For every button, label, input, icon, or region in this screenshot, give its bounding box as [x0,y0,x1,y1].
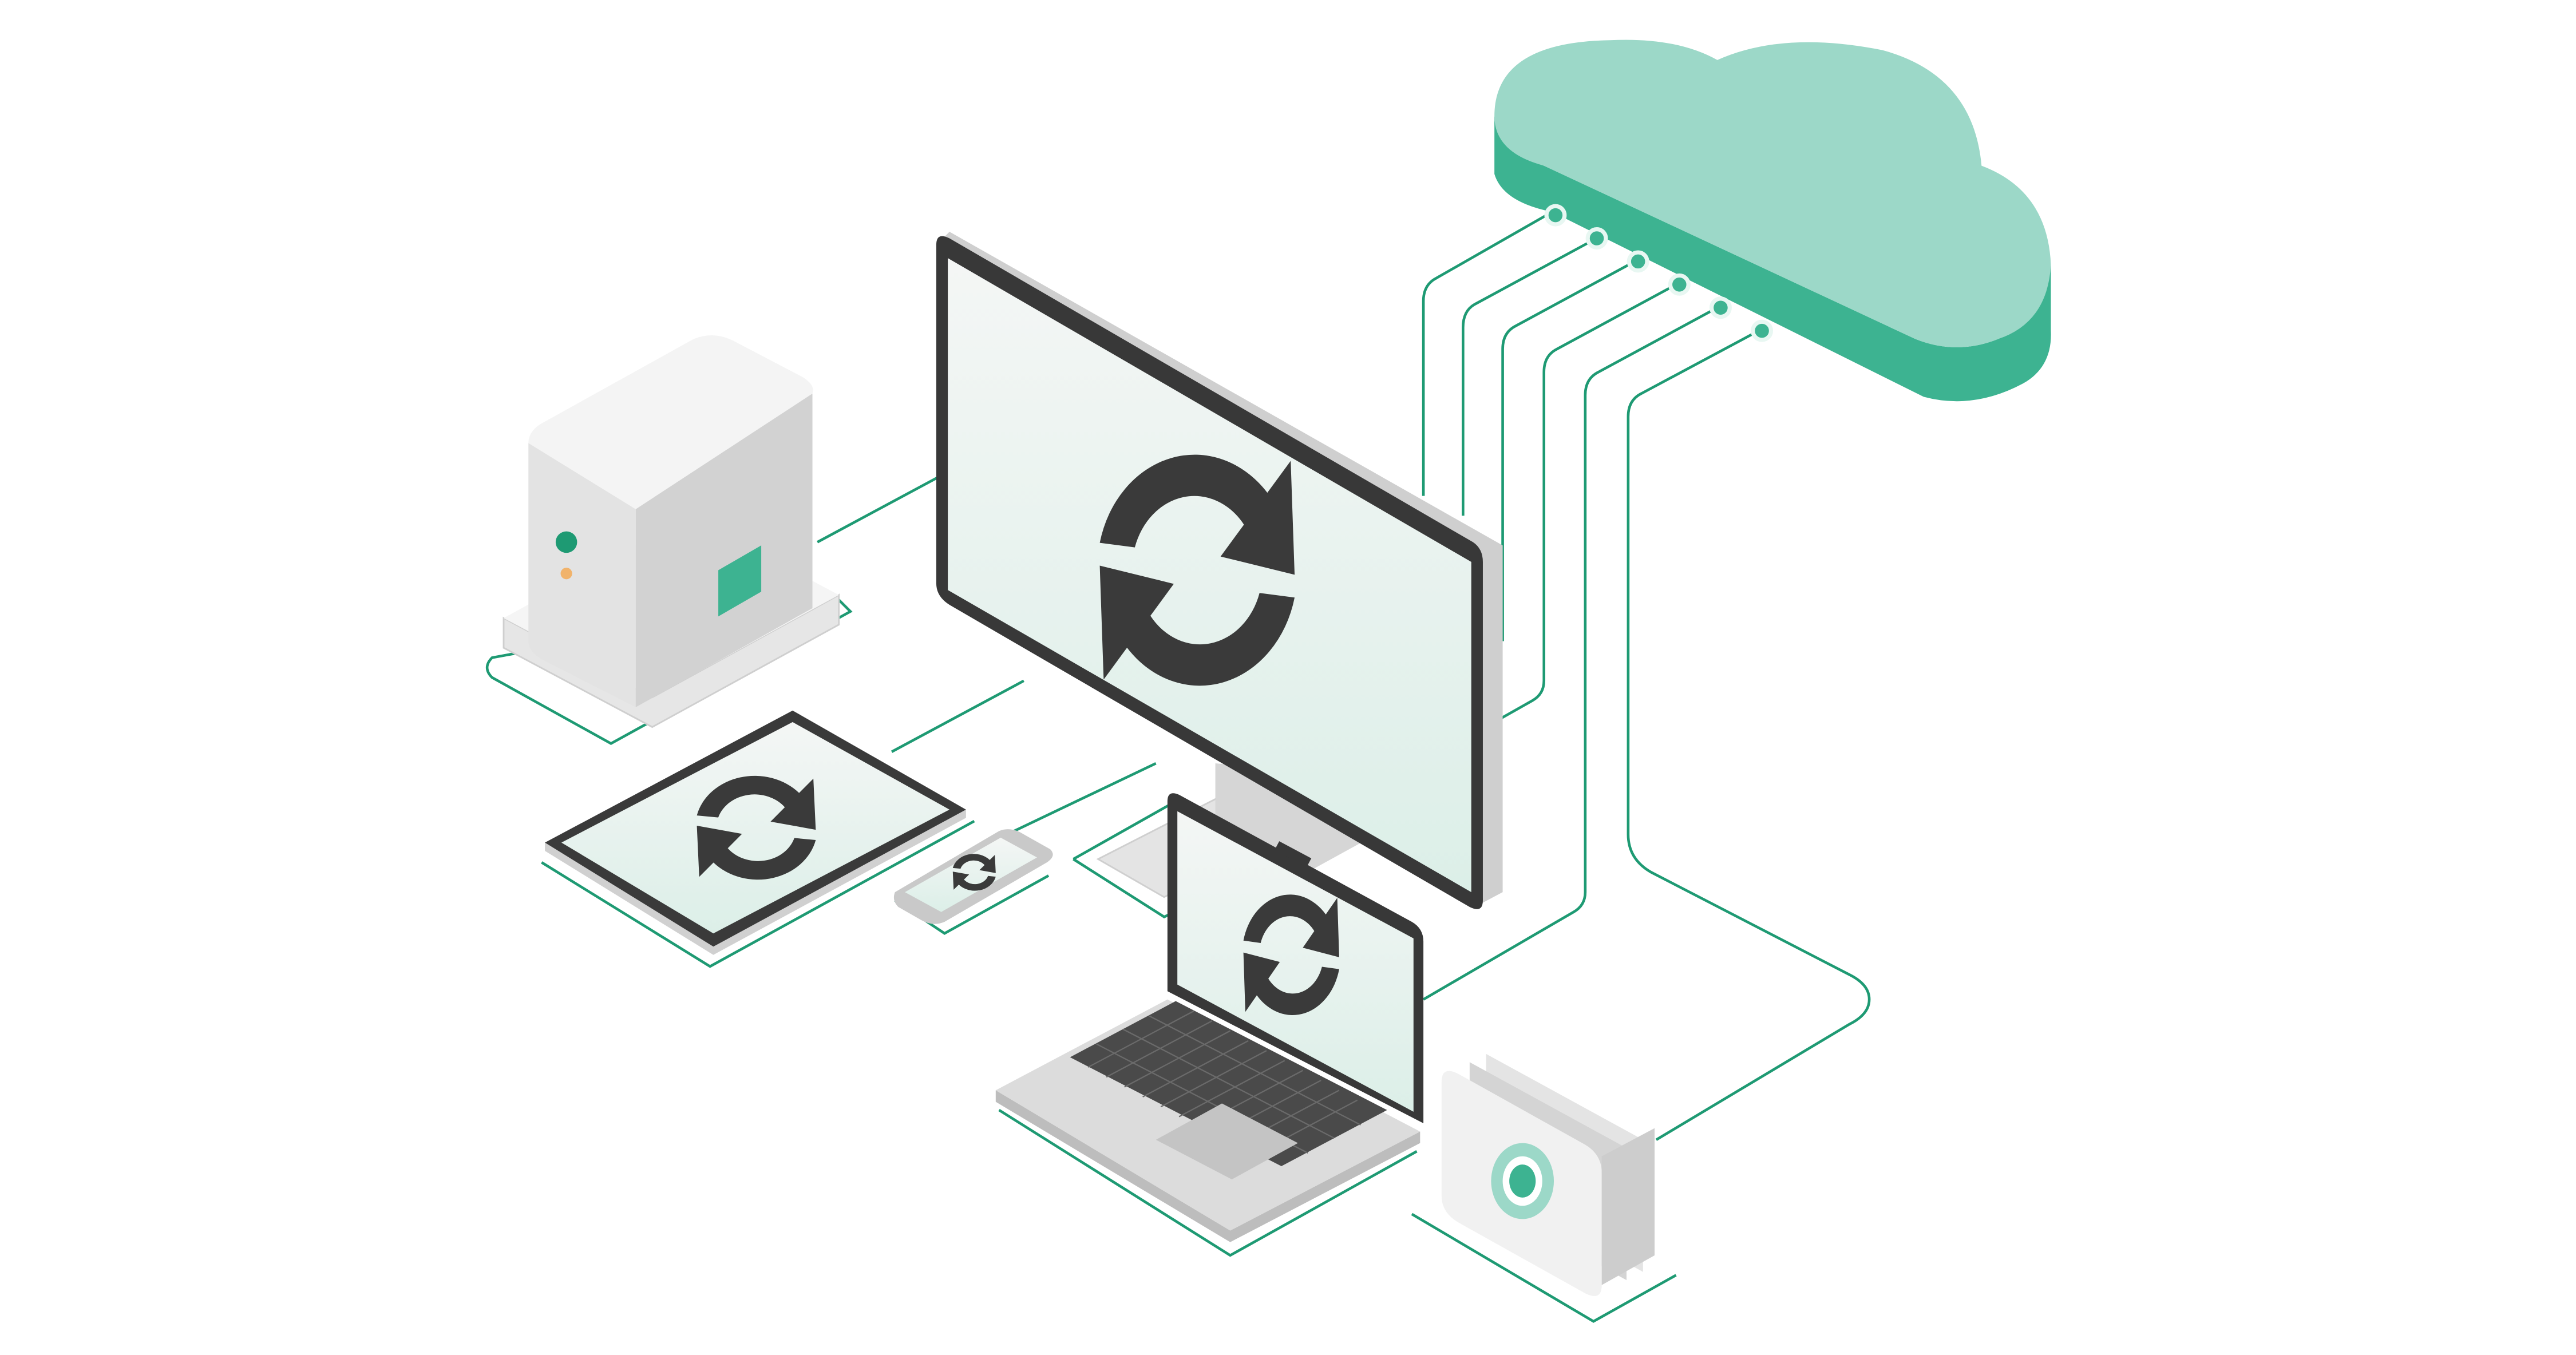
nas-drive-bay [718,545,762,617]
monitor-screen [948,258,1471,893]
line-cloud-2 [1462,239,1594,516]
tablet-screen [561,722,950,934]
cloud-port [1627,250,1649,273]
desktop-monitor [936,231,1503,918]
tablet-edge [545,809,966,955]
laptop-camera-notch [1275,841,1312,867]
cloud-port [1544,204,1567,227]
laptop-screen [1177,811,1414,1112]
phone-screen [905,837,1037,912]
line-cloud-1 [1422,211,1553,496]
line-nas-monitor [817,470,951,544]
drive-outline [1411,1213,1677,1323]
cloud-top [1494,39,2051,347]
cloud-ports [1544,204,1774,342]
tablet-outline [541,819,975,968]
laptop [995,793,1424,1257]
connection-lines [817,211,1871,1141]
drive-side [1601,1128,1655,1285]
phone [893,829,1053,935]
line-cloud-6 [1627,330,1871,1141]
nas-front [528,443,636,707]
nas-activity-led [560,568,572,580]
cloud-icon [1494,39,2051,402]
cloud-port [1668,273,1691,296]
line-tablet-monitor [891,679,1024,753]
nas-right [635,393,813,707]
cloud-port [1585,227,1608,249]
power-button-icon [1491,1143,1554,1219]
nas-top [528,335,813,509]
line-cloud-4 [1494,283,1677,723]
nas-server [485,335,853,746]
tablet [541,710,975,968]
line-cloud-5 [1422,306,1718,1001]
nas-status-led [555,531,577,553]
cloud-side [1494,116,2051,402]
laptop-outline [998,1108,1418,1257]
line-phone-monitor [1010,762,1157,834]
cloud-port [1751,319,1774,342]
cloud-port [1709,296,1732,319]
laptop-trackpad [1156,1103,1298,1180]
external-drive [1411,1053,1677,1323]
line-cloud-3 [1501,260,1636,641]
